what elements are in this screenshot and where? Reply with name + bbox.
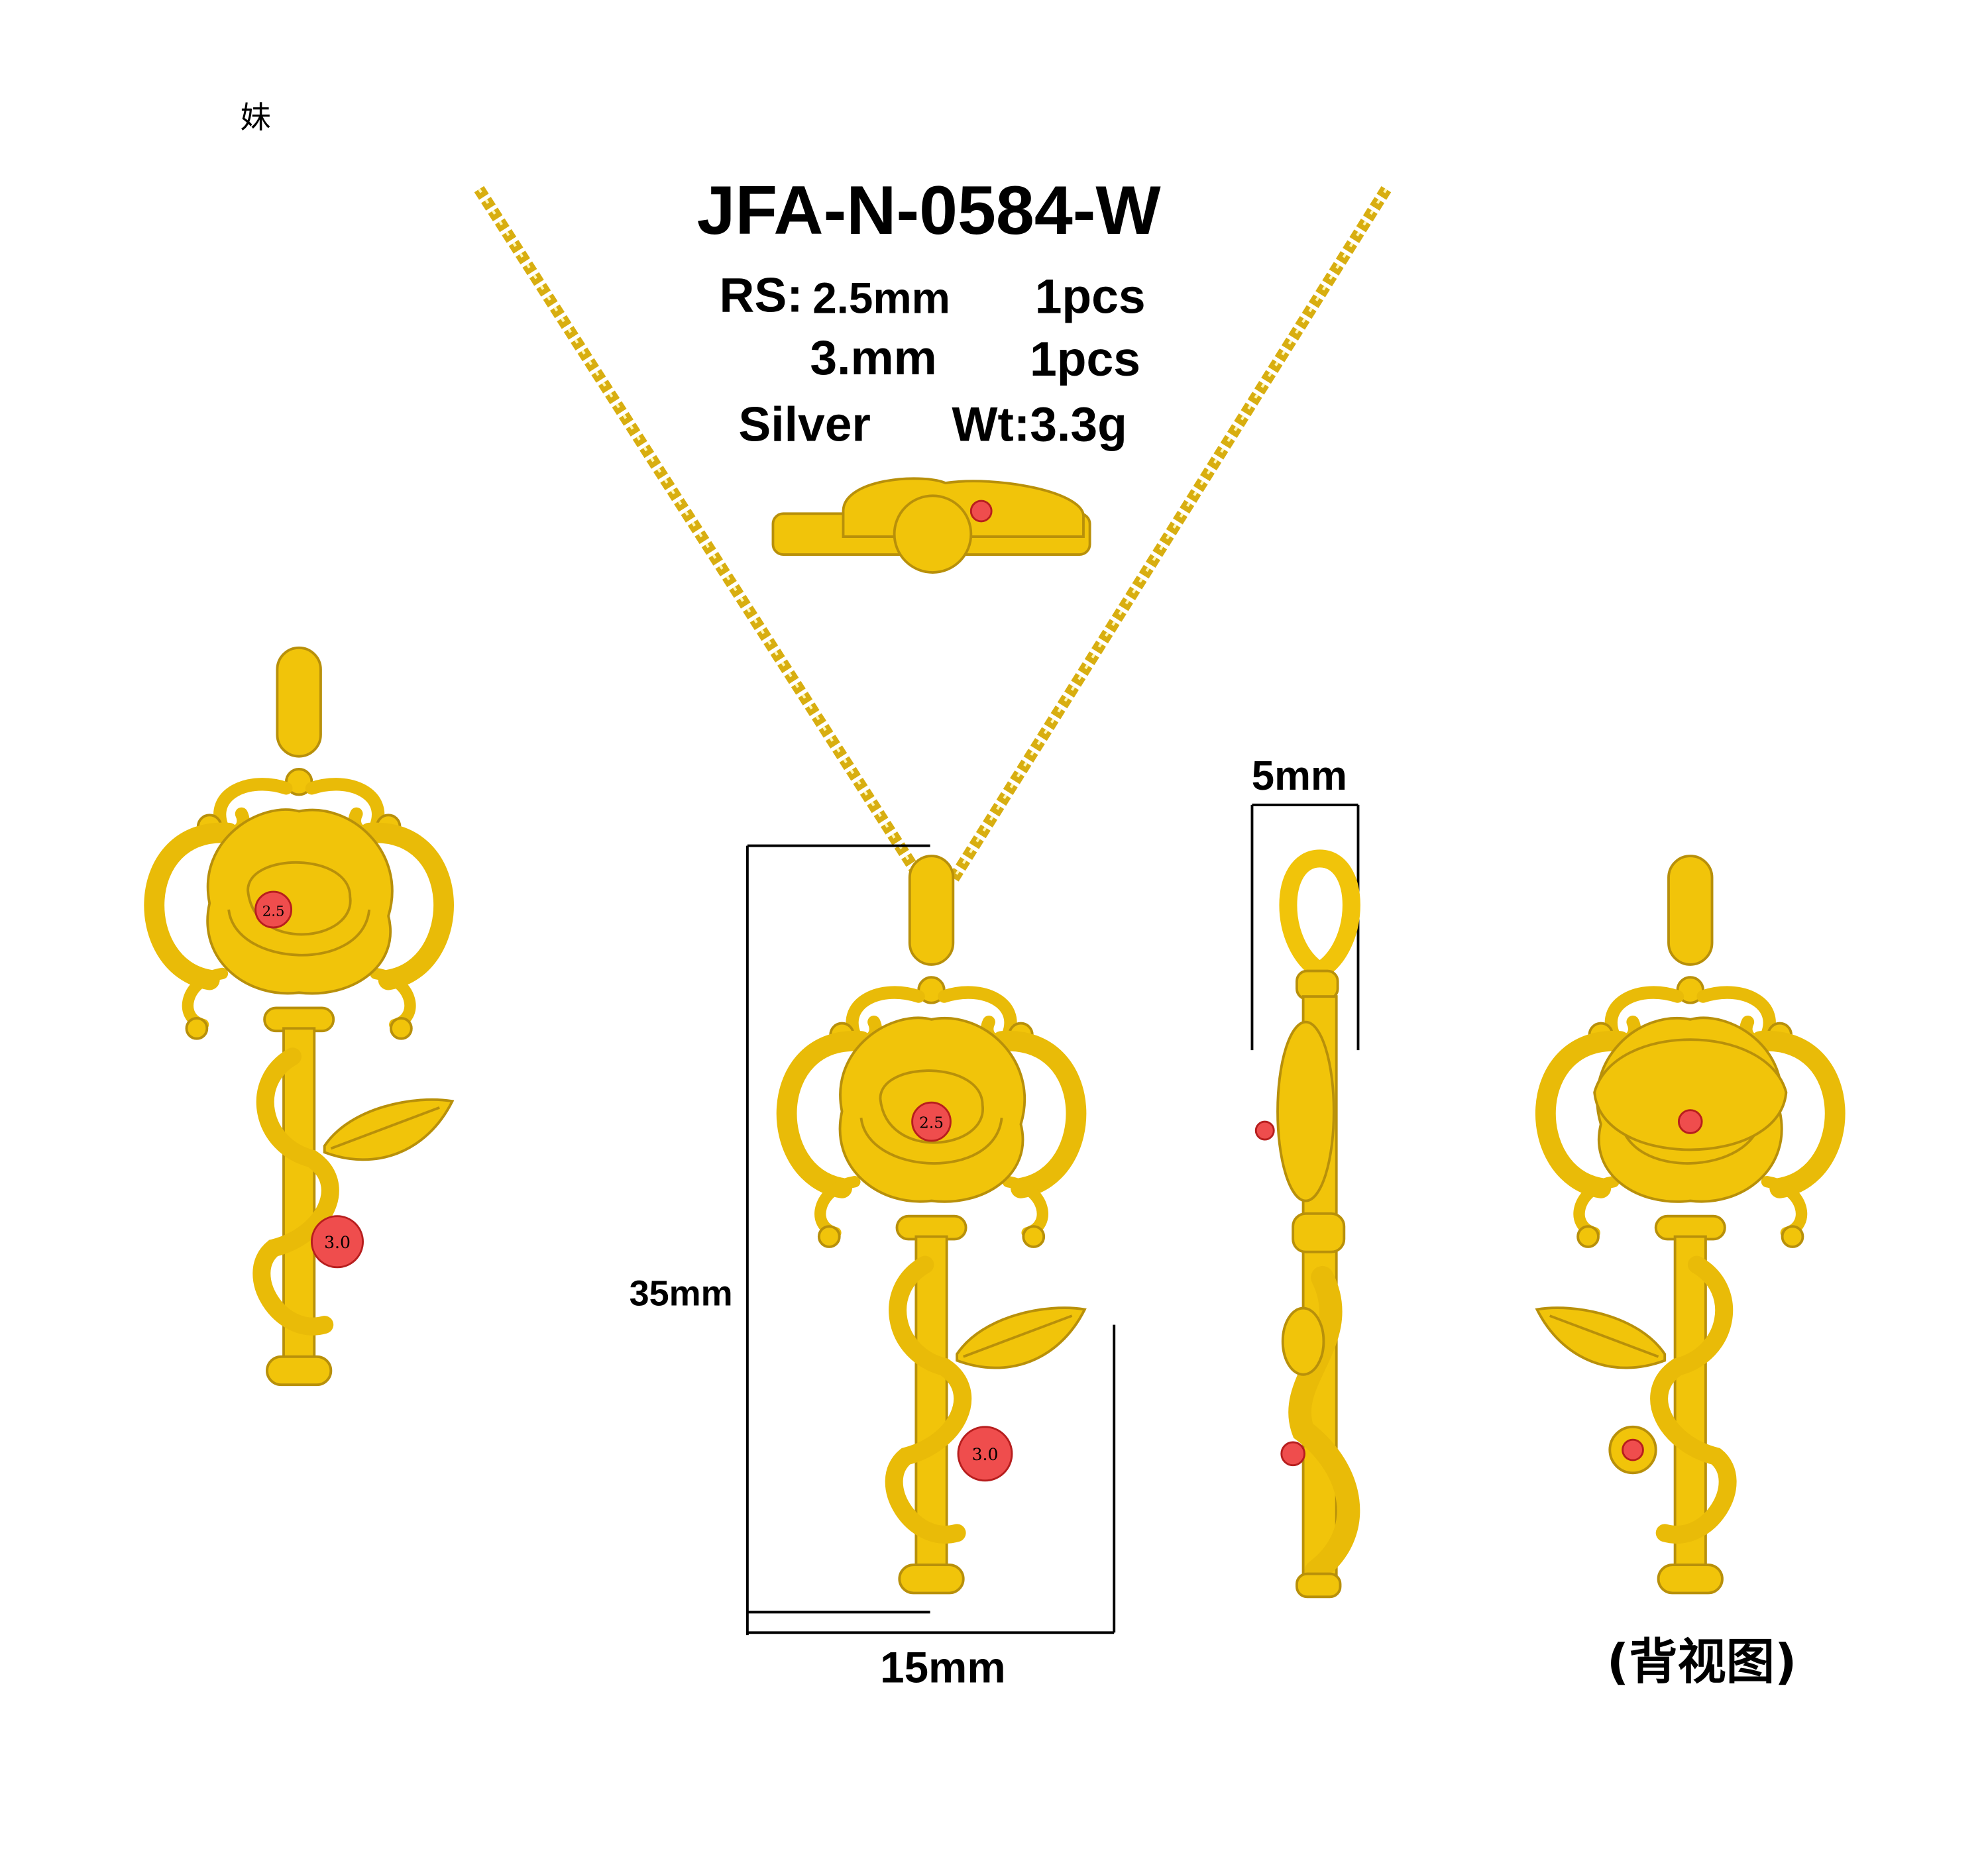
- width-dimension: 15mm: [880, 1643, 1005, 1691]
- material: Silver: [738, 397, 871, 451]
- stone2-qty: 1pcs: [1030, 332, 1140, 386]
- front-view-main: 2.5 3.0: [787, 856, 1085, 1593]
- stone2-size: 3.mm: [810, 331, 936, 385]
- back-view-pendant: [1537, 856, 1835, 1593]
- stone-label: RS:: [719, 268, 802, 323]
- stone1-qty: 1pcs: [1035, 270, 1146, 324]
- model-code: JFA-N-0584-W: [697, 172, 1162, 249]
- stone-mark-large: 3.0: [972, 1445, 999, 1464]
- necklace-chain: [474, 186, 1392, 885]
- corner-mark: 妹: [240, 99, 270, 135]
- thickness-dimension: 5mm: [1252, 753, 1347, 799]
- stone1-size: 2.5mm: [812, 274, 950, 323]
- top-view-pendant: [771, 477, 1091, 574]
- stone-mark-small: 2.5: [262, 903, 285, 920]
- stone-mark-small: 2.5: [919, 1115, 944, 1132]
- back-view-label: (背视图): [1607, 1634, 1797, 1691]
- front-view-small: 2.5 3.0: [154, 648, 453, 1385]
- height-dimension: 35mm: [630, 1274, 733, 1314]
- side-view-pendant: [1254, 849, 1360, 1599]
- weight: Wt:3.3g: [952, 397, 1127, 451]
- dimension-lines: [746, 803, 1360, 1636]
- stone-mark-large: 3.0: [324, 1233, 351, 1252]
